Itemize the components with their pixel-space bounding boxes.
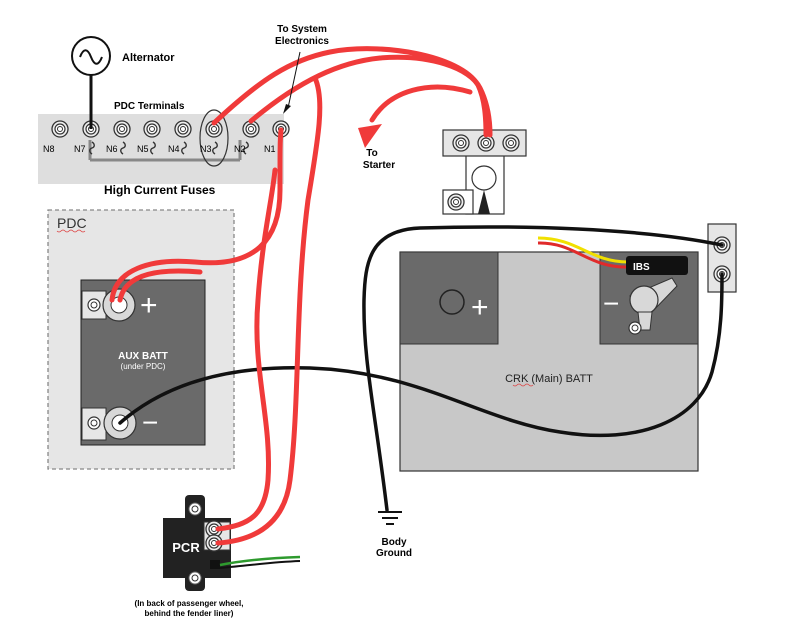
ground-cables (118, 225, 724, 512)
ibs-red-wire (537, 241, 629, 269)
crk-negative-post (629, 285, 659, 315)
aux-batt-sublabel: (under PDC) (121, 362, 166, 371)
pdc-terminal-strip: N8 N7 N6 N5 N4 N3 N2 N1 PDC Terminals Hi… (38, 101, 290, 197)
terminal-label-n6: N6 (106, 144, 118, 154)
alternator-label: Alternator (122, 52, 175, 64)
aux-positive-sign: + (140, 289, 158, 322)
to-system-label-1: To System (277, 24, 327, 35)
starter-terminal-block (442, 129, 527, 215)
terminal-label-n5: N5 (137, 144, 149, 154)
ibs-sensor: IBS (537, 236, 688, 275)
alternator: Alternator (71, 36, 175, 129)
body-ground-icon (378, 511, 402, 525)
terminal-nut-n8 (51, 120, 69, 138)
crk-positive-sign: + (471, 291, 489, 324)
ac-wave-icon (79, 49, 103, 65)
to-system-arrowhead-icon (283, 104, 291, 114)
ibs-yellow-wire (537, 236, 629, 264)
terminal-nut-n4 (174, 120, 192, 138)
pcr-note-line-1: (In back of passenger wheel, (135, 599, 244, 608)
aux-batt-label: AUX BATT (118, 351, 168, 362)
body-ground-label-2: Ground (376, 548, 412, 559)
to-starter-arrowhead-icon (358, 124, 382, 148)
pdc-terminals-label: PDC Terminals (114, 101, 185, 112)
to-starter-label-1: To (366, 148, 377, 159)
crk-batt-label: CRK (Main) BATT (505, 373, 593, 385)
pdc-label: PDC (57, 215, 87, 231)
aux-positive-to-n1-cable (109, 127, 284, 303)
pcr-to-system-cable-b (215, 75, 323, 546)
crk-positive-post (439, 289, 465, 315)
to-system-pointer (283, 51, 301, 114)
aux-positive-jumper (117, 268, 203, 303)
to-starter-arrow (358, 84, 473, 148)
crk-spellcheck-underline (512, 383, 534, 387)
high-current-fuses-label: High Current Fuses (104, 183, 216, 197)
pdc-spellcheck-underline (56, 229, 86, 233)
ibs-module (626, 256, 688, 275)
terminal-label-n2: N2 (234, 144, 246, 154)
aux-negative-sign: − (142, 407, 158, 438)
positive-cables (109, 46, 493, 546)
pdc-terminal-panel (38, 114, 284, 184)
body-ground-label-1: Body (382, 537, 407, 548)
crk-main-battery: + − CRK (Main) BATT (399, 251, 699, 472)
terminal-label-n1: N1 (264, 144, 276, 154)
to-system-label-2: Electronics (275, 36, 329, 47)
crk-negative-sign: − (603, 288, 619, 319)
pcr-green-wire (219, 555, 301, 567)
terminal-label-n4: N4 (168, 144, 180, 154)
terminal-nut-n6 (113, 120, 131, 138)
aux-negative-ground-cable (118, 272, 724, 438)
n3-highlight-ring (199, 109, 229, 167)
pcr-note-line-2: behind the fender liner) (145, 609, 234, 618)
terminal-label-n8: N8 (43, 144, 55, 154)
terminal-label-n7: N7 (74, 144, 86, 154)
aux-battery: + − AUX BATT (under PDC) (80, 279, 206, 446)
pcr-label: PCR (172, 540, 200, 555)
pcr-black-wire (219, 560, 301, 569)
terminal-nut-n5 (143, 120, 161, 138)
body-ground-cable (362, 225, 724, 512)
terminal-label-n3: N3 (200, 144, 212, 154)
ibs-label: IBS (633, 262, 650, 273)
n3-to-starter-bus-cable-b (248, 54, 493, 138)
to-starter-label-2: Starter (363, 160, 395, 171)
pcr-to-pdc-cable-a (215, 167, 278, 532)
